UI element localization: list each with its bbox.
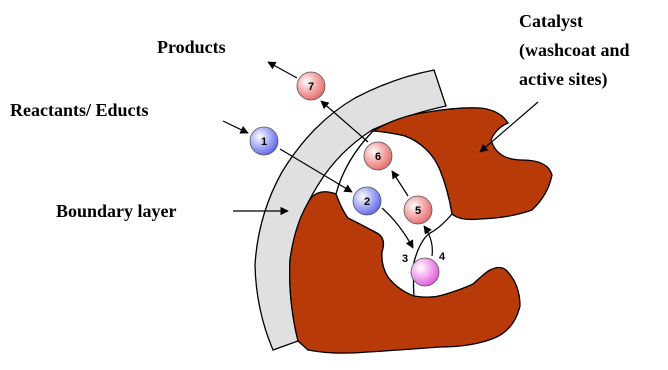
step-5-product-sphere: 5 xyxy=(404,196,432,224)
reactants-label: Reactants/ Educts xyxy=(10,100,149,120)
products-label: Products xyxy=(157,37,226,57)
step-6-product-sphere: 6 xyxy=(364,142,392,170)
step-2-number: 2 xyxy=(364,196,370,208)
step-1-number: 1 xyxy=(261,136,267,148)
step-6-number: 6 xyxy=(375,151,381,163)
step-2-reactant-sphere: 2 xyxy=(353,187,381,215)
step-7-product-sphere: 7 xyxy=(297,72,325,100)
step-5-number: 5 xyxy=(415,205,421,217)
catalyst-label-line2: (washcoat and xyxy=(519,40,630,61)
step-3-4-adsorbed-sphere xyxy=(411,258,439,286)
catalyst-label-line3: active sites) xyxy=(519,69,607,90)
step-4-number: 4 xyxy=(439,251,446,263)
boundary-layer-label: Boundary layer xyxy=(56,201,177,221)
arrow-reactants-to-1 xyxy=(223,121,248,133)
step-1-reactant-sphere: 1 xyxy=(250,127,278,155)
step-7-number: 7 xyxy=(308,81,314,93)
arrow-7-to-products xyxy=(268,62,297,78)
catalyst-label-line1: Catalyst xyxy=(519,11,583,31)
step-3-number: 3 xyxy=(402,253,408,265)
